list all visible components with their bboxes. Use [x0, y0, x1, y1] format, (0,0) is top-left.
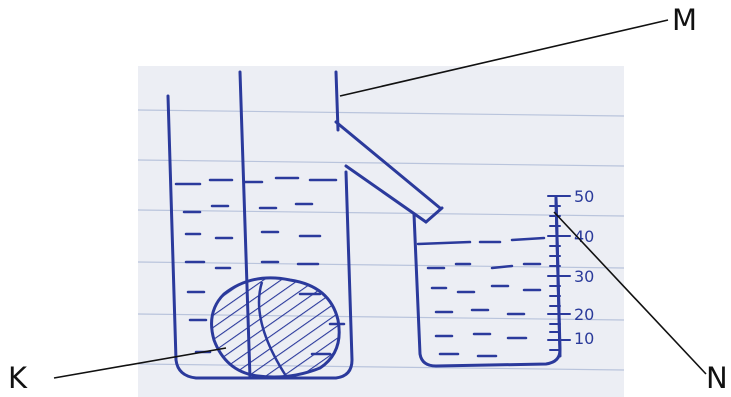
cylinder-water: [418, 238, 544, 356]
scale-number: 10: [574, 329, 594, 348]
scale-numbers: 50 40 30 20 10: [574, 187, 594, 348]
scale-number: 30: [574, 267, 594, 286]
label-m: M: [672, 6, 697, 35]
scale-number: 20: [574, 305, 594, 324]
leader-line-m: [340, 20, 668, 96]
label-k: K: [8, 364, 27, 393]
label-n: N: [706, 364, 728, 393]
leader-line-n: [554, 212, 706, 374]
measuring-cylinder: [414, 198, 560, 366]
leader-line-k: [54, 348, 226, 378]
scale-number: 50: [574, 187, 594, 206]
stone: [212, 278, 340, 377]
